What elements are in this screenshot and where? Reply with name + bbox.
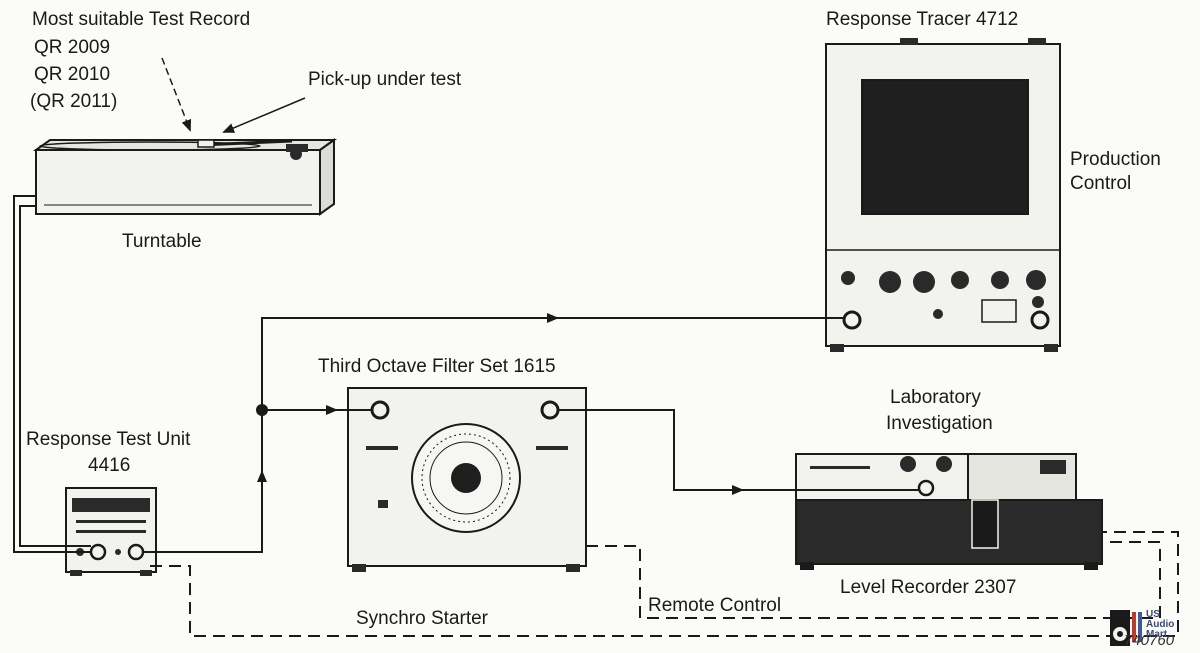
filter-set-label: Third Octave Filter Set 1615 (318, 356, 556, 377)
response-test-unit-label-1: Response Test Unit (26, 429, 191, 450)
test-record-title: Most suitable Test Record (32, 9, 251, 30)
remote-control-label: Remote Control (648, 595, 782, 616)
synchro-starter-label: Synchro Starter (356, 608, 488, 629)
test-record-item-1: QR 2009 (34, 37, 111, 58)
pickup-pointer (222, 97, 306, 133)
recorder-feed-line (558, 409, 744, 495)
tracer-feed-line (261, 313, 559, 323)
filter-output-socket (540, 400, 560, 420)
remote-control-line (586, 541, 1161, 619)
turntable-label: Turntable (122, 231, 202, 252)
figure-number: 740760 (1124, 632, 1175, 649)
pickup-label: Pick-up under test (308, 69, 462, 90)
us-audio-mart-logo (1110, 610, 1142, 646)
recorder-input-socket (917, 479, 935, 497)
production-control-label-1: Production (1070, 149, 1161, 170)
logo-text-1: US (1146, 609, 1160, 620)
tracer-input-socket (842, 310, 862, 330)
response-test-unit-label-2: 4416 (88, 455, 131, 476)
logo-wordmark: US Audio Mart (1146, 610, 1174, 640)
response-test-unit-4416 (65, 487, 157, 576)
level-recorder-label: Level Recorder 2307 (840, 577, 1017, 598)
test-unit-output-socket (127, 543, 145, 561)
production-control-label-2: Control (1070, 173, 1132, 194)
test-record-pointer (161, 57, 192, 132)
logo-text-3: Mart (1146, 629, 1168, 640)
response-tracer-label: Response Tracer 4712 (826, 9, 1019, 30)
filter-input-socket (370, 400, 390, 420)
junction-dot (256, 404, 268, 416)
pickup-arm (197, 139, 308, 160)
laboratory-label-2: Investigation (886, 413, 993, 434)
pickup-signal-line-inner (19, 205, 91, 547)
platter (39, 141, 261, 151)
level-recorder-2307 (795, 453, 1103, 570)
logo-text-2: Audio (1146, 619, 1175, 630)
test-record-item-3: (QR 2011) (30, 91, 118, 112)
tracer-knobs (841, 270, 1046, 323)
response-tracer-4712 (825, 38, 1061, 352)
laboratory-label-1: Laboratory (890, 387, 981, 408)
test-unit-input-socket (89, 543, 107, 561)
pickup-signal-line-outer (13, 195, 91, 553)
third-octave-filter-set-1615 (347, 387, 587, 572)
test-record-item-2: QR 2010 (34, 64, 111, 85)
test-unit-output-line (143, 470, 267, 553)
tracer-screen (861, 79, 1029, 215)
